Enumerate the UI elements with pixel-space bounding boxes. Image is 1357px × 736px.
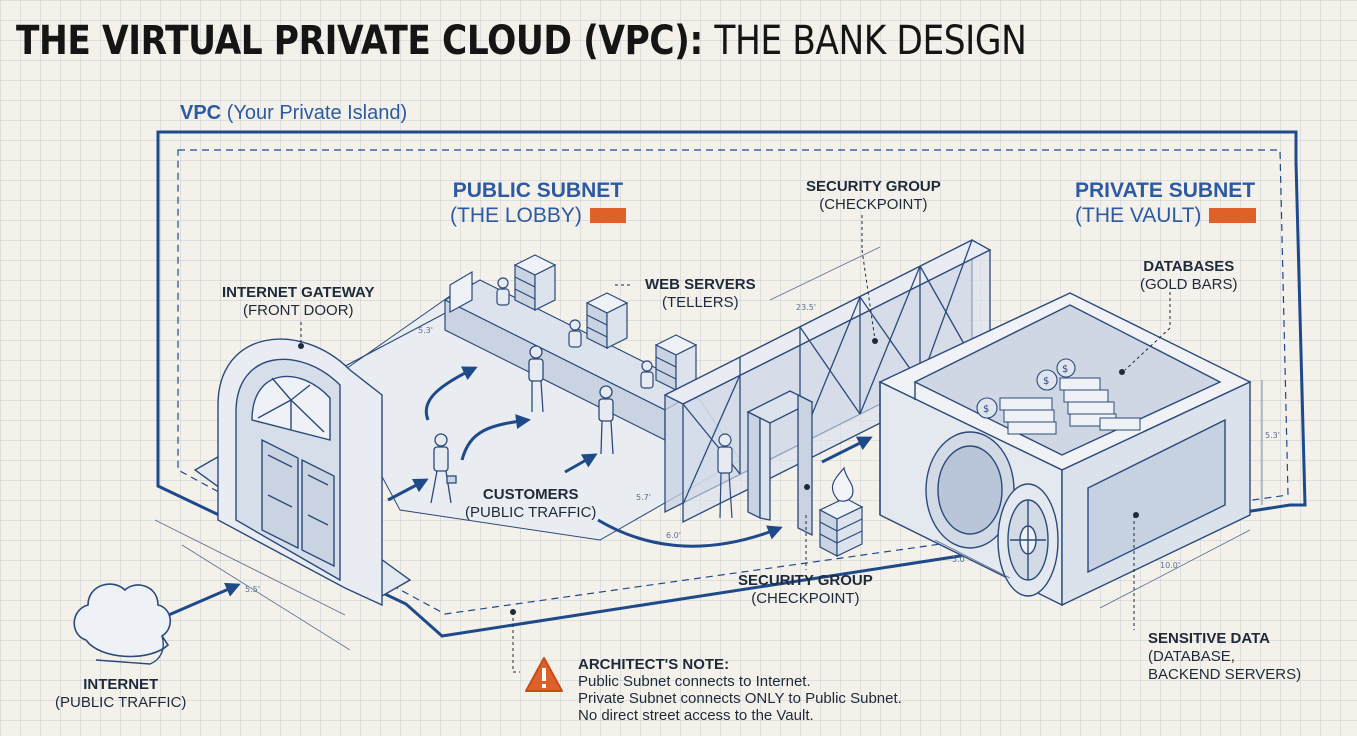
architect-note: ARCHITECT'S NOTE: Public Subnet connects… — [578, 656, 902, 724]
vpc-label: VPC (Your Private Island) — [180, 102, 408, 124]
warning-icon — [525, 657, 563, 692]
private-subnet-label: PRIVATE SUBNET (THE VAULT) — [1075, 179, 1257, 227]
public-subnet-label: PUBLIC SUBNET (THE LOBBY) — [450, 178, 626, 228]
dimension-label: 10.0' — [1160, 561, 1180, 570]
sensitive-data-label: SENSITIVE DATA (DATABASE, BACKEND SERVER… — [1148, 630, 1302, 683]
gold-bars — [999, 377, 1141, 435]
money-bag-icon: $ $ $ — [976, 358, 1076, 419]
svg-text:$: $ — [1043, 376, 1049, 387]
dimension-label: 5.3' — [1265, 431, 1280, 440]
internet-gateway-door — [193, 338, 412, 607]
dimension-label: 5.3' — [418, 326, 433, 335]
dimension-label: 5.7' — [636, 493, 651, 502]
security-group-label-top: SECURITY GROUP (CHECKPOINT) — [806, 178, 941, 213]
internet-gateway-label: INTERNET GATEWAY (FRONT DOOR) — [222, 284, 375, 319]
firewall-icon — [818, 466, 864, 557]
teller-figure — [496, 277, 654, 389]
databases-label: DATABASES (GOLD BARS) — [1140, 258, 1238, 293]
orange-tag — [1209, 208, 1257, 223]
server-stack — [585, 292, 629, 349]
security-gate — [746, 390, 814, 537]
internet-label: INTERNET (PUBLIC TRAFFIC) — [55, 676, 187, 711]
customer-figure — [430, 345, 614, 504]
vault-door — [925, 431, 1059, 597]
vpc-inner-dashed-boundary — [177, 149, 1289, 615]
customers-label: CUSTOMERS (PUBLIC TRAFFIC) — [465, 486, 597, 521]
traffic-arrows — [163, 366, 873, 619]
page-title: THE VIRTUAL PRIVATE CLOUD (VPC): THE BAN… — [16, 18, 1027, 64]
leader-lines — [300, 215, 1171, 673]
svg-text:$: $ — [1062, 364, 1068, 375]
internet-cloud-icon — [73, 583, 171, 665]
dimension-label: 5.0' — [952, 555, 967, 564]
dimension-label: 23.5' — [796, 303, 816, 312]
server-stack — [513, 254, 557, 311]
dimension-label: 5.5' — [245, 585, 260, 594]
guard-figure — [717, 433, 733, 519]
security-group-label-bottom: SECURITY GROUP (CHECKPOINT) — [738, 572, 873, 607]
orange-tag — [589, 208, 626, 223]
dimension-lines — [154, 246, 1263, 651]
svg-text:$: $ — [983, 404, 989, 415]
server-stack — [654, 334, 698, 391]
dimension-label: 6.0' — [666, 531, 681, 540]
web-servers-label: WEB SERVERS (TELLERS) — [645, 276, 756, 311]
